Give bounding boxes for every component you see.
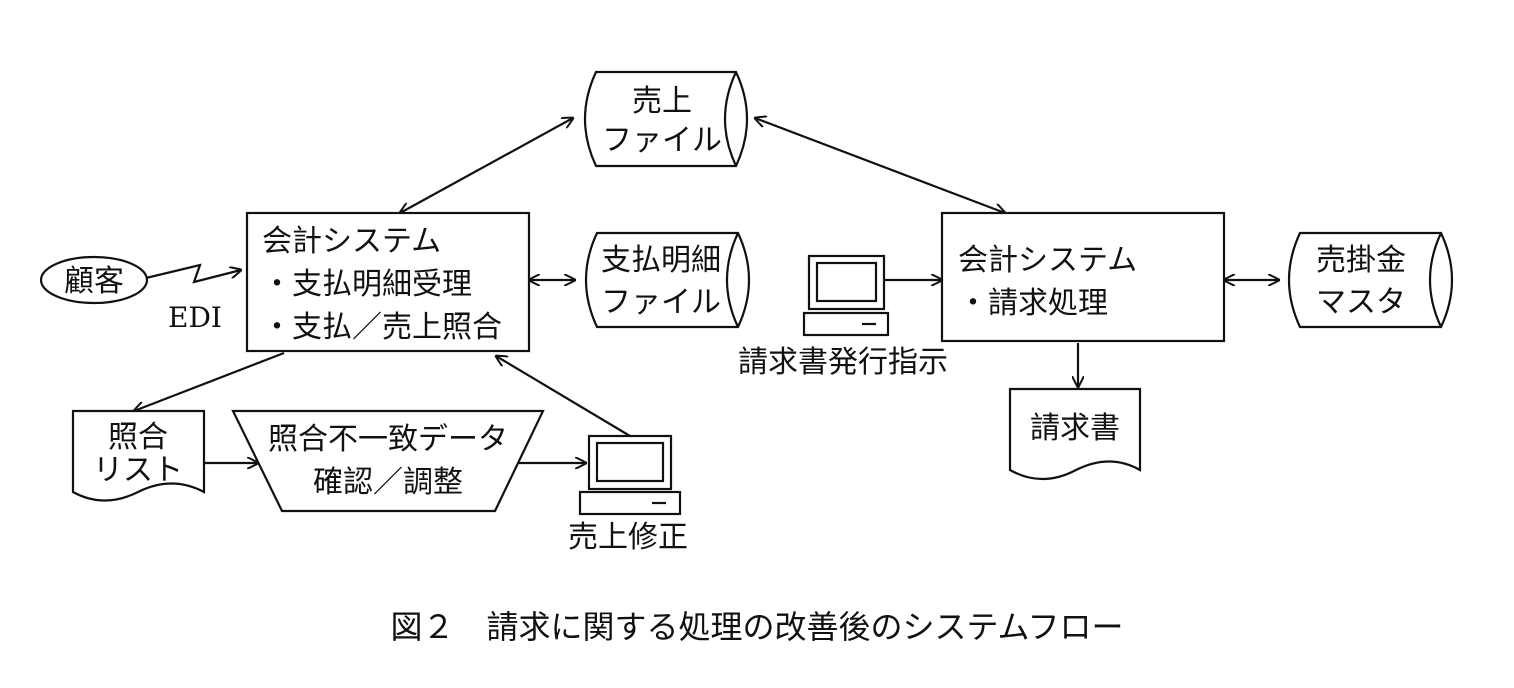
acct-right-item-1: ・請求処理 (958, 286, 1108, 321)
connectors (134, 118, 1279, 463)
acct-left-title: 会計システム (262, 224, 441, 259)
sales-file-label-1: 売上 (632, 84, 692, 119)
accounting-system-right: 会計システム ・請求処理 (940, 211, 1226, 343)
acct-left-item-2: ・支払／売上照合 (262, 310, 502, 345)
payment-detail-file-storage: 支払明細 ファイル (584, 231, 751, 329)
edi-link-customer-acct (145, 263, 241, 284)
mismatch-label-1: 照合不一致データ (268, 422, 508, 457)
match-list-document: 照合 リスト (71, 409, 206, 502)
sales-correction-label: 売上修正 (568, 520, 688, 555)
figure-caption: 図２ 請求に関する処理の改善後のシステムフロー (390, 608, 1123, 646)
invoice-label: 請求書 (1030, 411, 1120, 446)
accounting-system-left: 会計システム ・支払明細受理 ・支払／売上照合 (245, 211, 531, 353)
ar-master-label-1: 売掛金 (1316, 243, 1406, 278)
match-list-label-1: 照合 (108, 420, 168, 455)
payment-file-label-1: 支払明細 (601, 243, 721, 278)
acct-right-title: 会計システム (958, 243, 1137, 278)
arrow-sales-correction-acct-left (496, 356, 631, 437)
acct-left-item-1: ・支払明細受理 (262, 267, 472, 302)
payment-file-label-2: ファイル (601, 285, 721, 320)
sales-file-storage: 売上 ファイル (583, 70, 749, 168)
mismatch-label-2: 確認／調整 (313, 465, 463, 500)
mismatch-data-manual-operation: 照合不一致データ 確認／調整 (231, 409, 545, 513)
sales-file-label-2: ファイル (602, 123, 722, 158)
customer-node: 顧客 (39, 255, 149, 305)
arrow-sales-file-acct-right (755, 118, 1005, 213)
invoice-document: 請求書 (1008, 387, 1142, 480)
match-list-label-2: リスト (93, 453, 183, 488)
computer-terminal-icon (802, 254, 890, 337)
edi-label: EDI (168, 301, 222, 334)
ar-master-storage: 売掛金 マスタ (1287, 231, 1454, 329)
ar-master-label-2: マスタ (1316, 285, 1406, 320)
computer-terminal-icon (578, 434, 682, 516)
invoice-instruction-label: 請求書発行指示 (738, 345, 948, 380)
customer-label: 顧客 (64, 264, 124, 299)
arrow-acct-left-sales-file (400, 118, 573, 213)
arrow-acct-left-match-list (134, 351, 285, 411)
